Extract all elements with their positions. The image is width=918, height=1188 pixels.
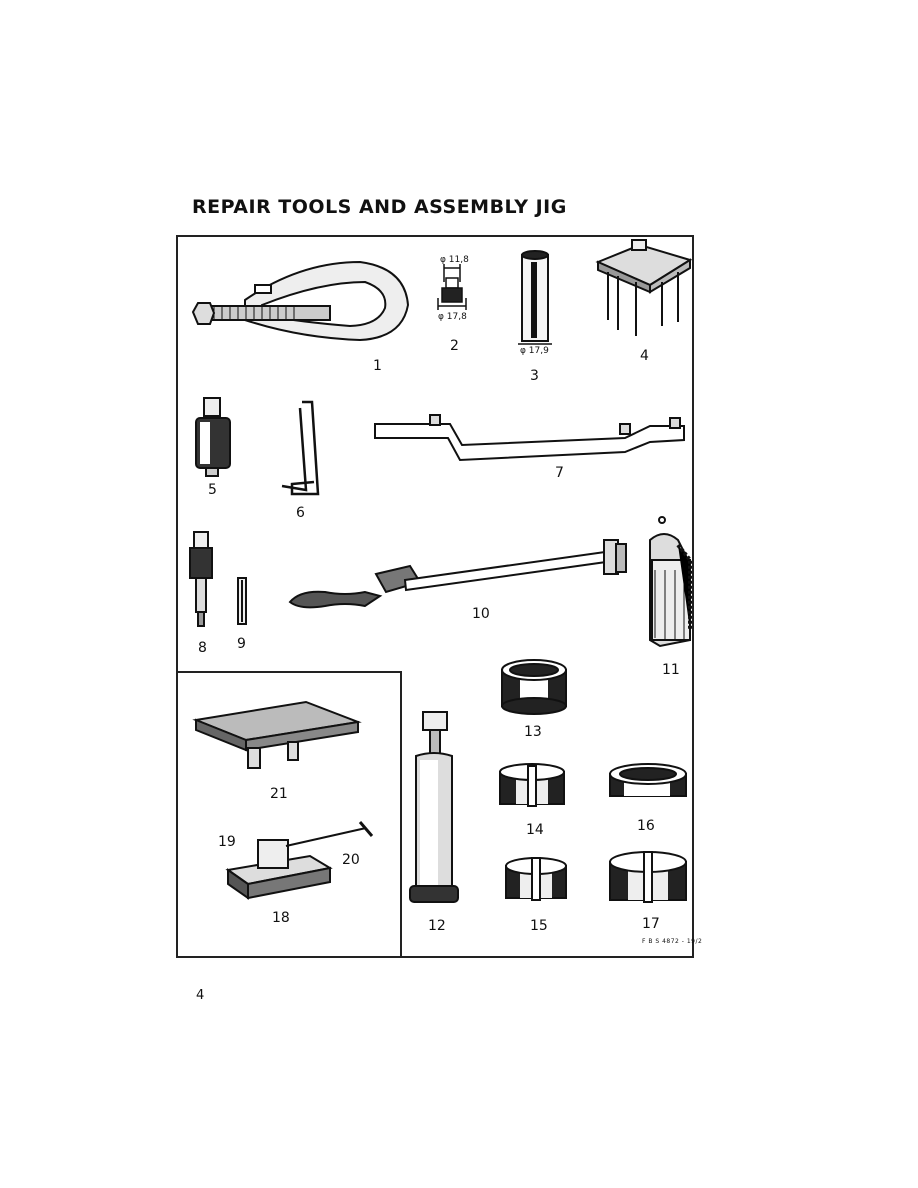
assembly-jig-inset-frame	[176, 671, 402, 958]
tool-12-press-drawing	[409, 711, 459, 903]
figure-code: F B S 4872 - 19/2	[642, 938, 703, 945]
page-title: REPAIR TOOLS AND ASSEMBLY JIG	[192, 196, 567, 218]
dimension-tool-2-top: φ 11,8	[440, 255, 469, 265]
tool-8-spindle-drawing	[189, 531, 213, 627]
tool-6-hook-drawing	[281, 400, 320, 496]
tool-10-long-handle-drawing	[288, 539, 627, 609]
label-tool-17: 17	[642, 916, 660, 932]
label-tool-13: 13	[524, 724, 542, 740]
label-tool-21: 21	[270, 786, 288, 802]
tool-13-ring-drawing	[501, 659, 567, 715]
tool-11-ring-block-drawing	[649, 516, 692, 648]
illustration-frame	[176, 235, 694, 958]
tool-4-triangle-puller-drawing	[595, 239, 693, 336]
label-tool-8: 8	[198, 640, 207, 656]
label-tool-15: 15	[530, 918, 548, 934]
page-number: 4	[196, 988, 205, 1003]
label-tool-20: 20	[342, 852, 360, 868]
label-tool-6: 6	[296, 505, 305, 521]
label-tool-7: 7	[555, 465, 564, 481]
label-tool-9: 9	[237, 636, 246, 652]
tool-9-pin-drawing	[237, 577, 247, 625]
label-tool-12: 12	[428, 918, 446, 934]
tool-7-bar-spanner-drawing	[374, 414, 685, 462]
label-tool-16: 16	[637, 818, 655, 834]
tool-14-split-ring-drawing	[499, 763, 565, 807]
label-tool-10: 10	[472, 606, 490, 622]
label-tool-2: 2	[450, 338, 459, 354]
dimension-tool-2-bottom: φ 17,8	[438, 312, 467, 322]
tool-16-ring-drawing	[609, 763, 687, 797]
label-tool-11: 11	[662, 662, 680, 678]
tool-18-vise-jig-drawing	[225, 821, 374, 900]
tool-3-tube-drawing	[518, 250, 552, 345]
label-tool-5: 5	[208, 482, 217, 498]
tool-5-extractor-drawing	[195, 397, 231, 477]
tool-21-jig-plate-drawing	[192, 700, 362, 769]
label-tool-3: 3	[530, 368, 539, 384]
tool-1-puller-drawing	[191, 260, 410, 342]
dimension-tool-3-bottom: φ 17,9	[520, 346, 549, 356]
tool-15-split-ring-drawing	[505, 857, 567, 901]
label-tool-18: 18	[272, 910, 290, 926]
label-tool-19: 19	[218, 834, 236, 850]
label-tool-14: 14	[526, 822, 544, 838]
tool-2-bushing-drawing	[437, 264, 467, 310]
tool-17-split-ring-drawing	[609, 851, 687, 903]
label-tool-1: 1	[373, 358, 382, 374]
label-tool-4: 4	[640, 348, 649, 364]
